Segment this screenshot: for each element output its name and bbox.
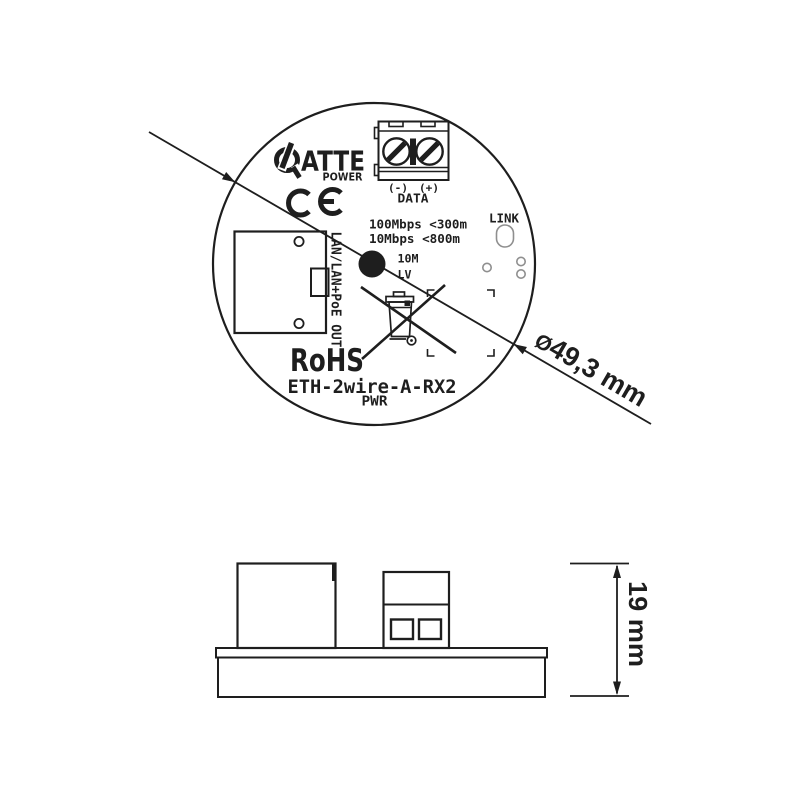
height-dimension: 19 mm xyxy=(570,562,653,697)
side-base-plate xyxy=(215,647,548,659)
brand-name: ATTE xyxy=(301,145,365,178)
terminal-screw-left xyxy=(382,137,411,166)
screw-slot-icon xyxy=(386,141,407,162)
crossed-out-wheelie-bin-icon xyxy=(360,284,457,360)
rj45-hole-bottom xyxy=(293,317,305,329)
speed-rating-line1: 100Mbps <300m xyxy=(369,217,467,232)
link-label: LINK xyxy=(489,211,519,226)
side-terminal-hole-left xyxy=(389,618,415,641)
corner-bracket-tl xyxy=(426,289,435,297)
terminal-tab-top xyxy=(373,126,380,140)
terminal-screw-right xyxy=(415,137,444,166)
terminal-data-label: DATA xyxy=(398,192,430,206)
dimension-arrow-icon xyxy=(613,681,621,695)
speed-rating-line2: 10Mbps <800m xyxy=(369,231,460,246)
rj45-body xyxy=(233,230,328,335)
model-label: ETH-2wire-A-RX2 xyxy=(288,376,457,398)
link-led xyxy=(495,224,515,248)
corner-bracket-tr xyxy=(487,289,495,297)
terminal-body xyxy=(377,120,450,181)
device-top-view: ATTE POWER (-) (+) DATA xyxy=(148,101,653,427)
indicator-lv-label: LV xyxy=(398,268,412,282)
diameter-dimension xyxy=(148,131,652,425)
side-terminal-block xyxy=(382,570,451,650)
rj45-notch xyxy=(310,267,330,297)
brand-subtitle: POWER xyxy=(323,172,363,184)
terminal-block: (-) (+) DATA xyxy=(373,120,450,206)
dimension-arrow-icon xyxy=(513,344,527,355)
rj45-hole-top xyxy=(293,235,305,247)
terminal-tab-bottom xyxy=(373,163,380,177)
dimension-arrow-icon xyxy=(221,172,236,183)
pwr-label: PWR xyxy=(362,394,389,410)
brand-logo: ATTE POWER xyxy=(274,139,365,184)
terminal-pos-label: (+) xyxy=(419,182,439,195)
terminal-notch-left xyxy=(388,120,404,128)
screw-slot-icon xyxy=(419,141,440,162)
diameter-value: 49,3 mm xyxy=(544,332,653,412)
corner-bracket-br xyxy=(487,349,495,357)
rj45-port xyxy=(233,230,330,335)
side-terminal-hole-right xyxy=(417,618,443,641)
label-area-corners xyxy=(426,289,495,357)
port-label-vertical: LAN/LAN+PoE OUT xyxy=(328,232,343,348)
terminal-divider xyxy=(410,138,416,165)
indicator-10m-label: 10M xyxy=(398,252,419,266)
height-dimension-label: 19 mm xyxy=(623,581,653,667)
side-rj45-block xyxy=(236,562,337,650)
indicator-dot-top xyxy=(515,256,526,267)
device-side-view: 19 mm xyxy=(215,562,653,698)
side-base-body xyxy=(217,656,546,698)
device-outline-circle xyxy=(211,101,537,427)
indicator-dot-bottom xyxy=(515,268,526,279)
terminal-neg-label: (-) xyxy=(388,182,408,195)
rohs-label: RoHS xyxy=(290,343,364,379)
indicator-dot-left xyxy=(481,262,492,273)
terminal-notch-right xyxy=(420,120,436,128)
ce-mark-icon xyxy=(286,187,343,218)
link-indicator: LINK xyxy=(481,211,526,279)
dimension-arrow-icon xyxy=(613,564,621,578)
corner-bracket-bl xyxy=(426,349,435,357)
power-icon xyxy=(274,139,305,179)
diameter-dimension-label: Ø49,3 mm xyxy=(530,324,653,412)
pwr-led-dot xyxy=(358,250,386,278)
